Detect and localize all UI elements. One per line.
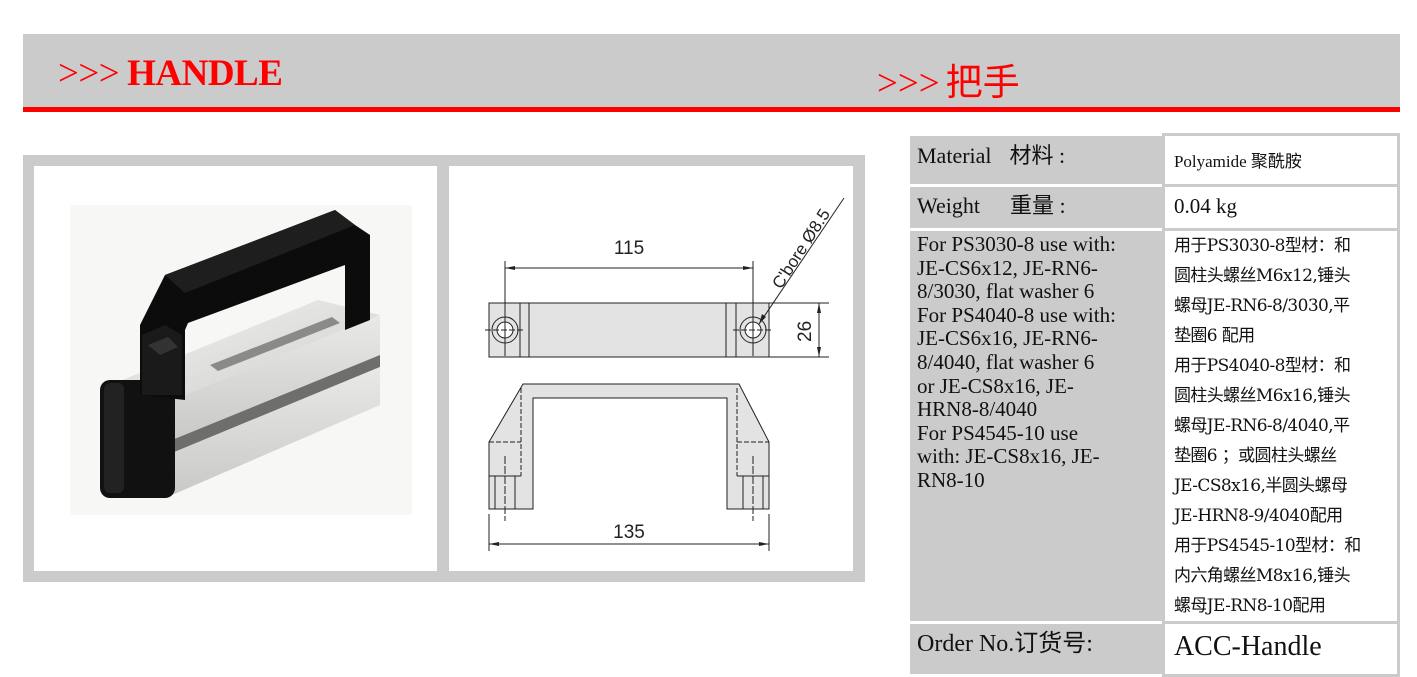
usage-cn-line: 用于PS3030-8型材：和 [1173, 236, 1351, 256]
usage-line: JE-CS6x16, JE-RN6- [917, 326, 1098, 351]
weight-value: 0.04 kg [1161, 184, 1401, 231]
order-label: Order No.订货号: [910, 624, 1162, 674]
usage-line: For PS3030-8 use with: [917, 232, 1116, 256]
usage-cn-line: 垫圈6 配用 [1173, 326, 1255, 346]
spec-row-weight: Weight 重量 : 0.04 kg [910, 184, 1401, 231]
title-text-en: HANDLE [127, 53, 283, 94]
usage-line: or JE-CS8x16, JE- [917, 373, 1074, 398]
material-label-en: Material [917, 143, 992, 168]
usage-line: For PS4040-8 use with: [917, 302, 1116, 327]
usage-value: 用于PS3030-8型材：和 圆柱头螺丝M6x12,锤头 螺母JE-RN6-8/… [1161, 228, 1401, 624]
usage-cn-line: JE-HRN8-9/4040配用 [1173, 506, 1343, 526]
dim-hole-spacing: 115 [614, 238, 644, 259]
weight-label-en: Weight [917, 193, 980, 218]
dim-overall-length: 135 [613, 522, 645, 543]
title-text-cn: 把手 [945, 61, 1020, 104]
handle-photo-icon [100, 210, 380, 498]
counterbore-note: C'bore Ø8.5 [768, 205, 834, 292]
header-red-rule [23, 107, 1400, 112]
spec-row-usage: For PS3030-8 use with: JE-CS6x12, JE-RN6… [910, 228, 1401, 624]
usage-cn-line: 圆柱头螺丝M6x12,锤头 [1173, 266, 1351, 286]
usage-cn-line: 内六角螺丝M8x16,锤头 [1173, 566, 1351, 586]
weight-label: Weight 重量 : [910, 187, 1162, 228]
title-arrows: >>> [58, 53, 120, 94]
material-label: Material 材料 : [910, 136, 1162, 184]
usage-cn-line: 螺母JE-RN8-10配用 [1173, 596, 1326, 616]
usage-cn-line: JE-CS8x16,半圆头螺母 [1173, 476, 1348, 496]
dim-height: 26 [795, 321, 816, 342]
usage-line: HRN8-8/4040 [917, 397, 1038, 422]
spec-row-material: Material 材料 : Polyamide 聚酰胺 [910, 133, 1401, 187]
usage-cn-line: 圆柱头螺丝M6x16,锤头 [1173, 386, 1351, 406]
technical-drawing-icon: 115 26 135 C'bore Ø8.5 [485, 197, 845, 551]
spec-row-order: Order No.订货号: ACC-Handle [910, 621, 1401, 677]
section-title-en: >>>HANDLE [58, 52, 283, 95]
usage-line: JE-CS6x12, JE-RN6- [917, 255, 1098, 280]
title-arrows-cn: >>> [877, 63, 940, 104]
spec-table: Material 材料 : Polyamide 聚酰胺 Weight 重量 : 0.… [907, 133, 1401, 677]
usage-cn-line: 用于PS4040-8型材：和 [1173, 356, 1351, 376]
usage-cn-line: 垫圈6 ；或圆柱头螺丝 [1173, 446, 1337, 466]
usage-cn-line: 螺母JE-RN6-8/4040,平 [1173, 416, 1350, 436]
weight-label-cn: 重量 : [1010, 193, 1066, 218]
usage-label: For PS3030-8 use with: JE-CS6x12, JE-RN6… [910, 231, 1162, 621]
section-header-band [23, 34, 1400, 107]
usage-line: RN8-10 [917, 467, 985, 492]
usage-line: with: JE-CS8x16, JE- [917, 444, 1100, 469]
section-title-cn: >>>把手 [877, 52, 1020, 106]
usage-line: 8/3030, flat washer 6 [917, 279, 1095, 304]
usage-cn-line: 螺母JE-RN6-8/3030,平 [1173, 296, 1350, 316]
material-value: Polyamide 聚酰胺 [1161, 133, 1401, 187]
usage-cn-line: 用于PS4545-10型材：和 [1173, 536, 1361, 556]
material-label-cn: 材料 : [1009, 143, 1066, 168]
order-number: ACC-Handle [1161, 621, 1401, 677]
usage-line: 8/4040, flat washer 6 [917, 349, 1095, 374]
usage-line: For PS4545-10 use [917, 420, 1079, 445]
